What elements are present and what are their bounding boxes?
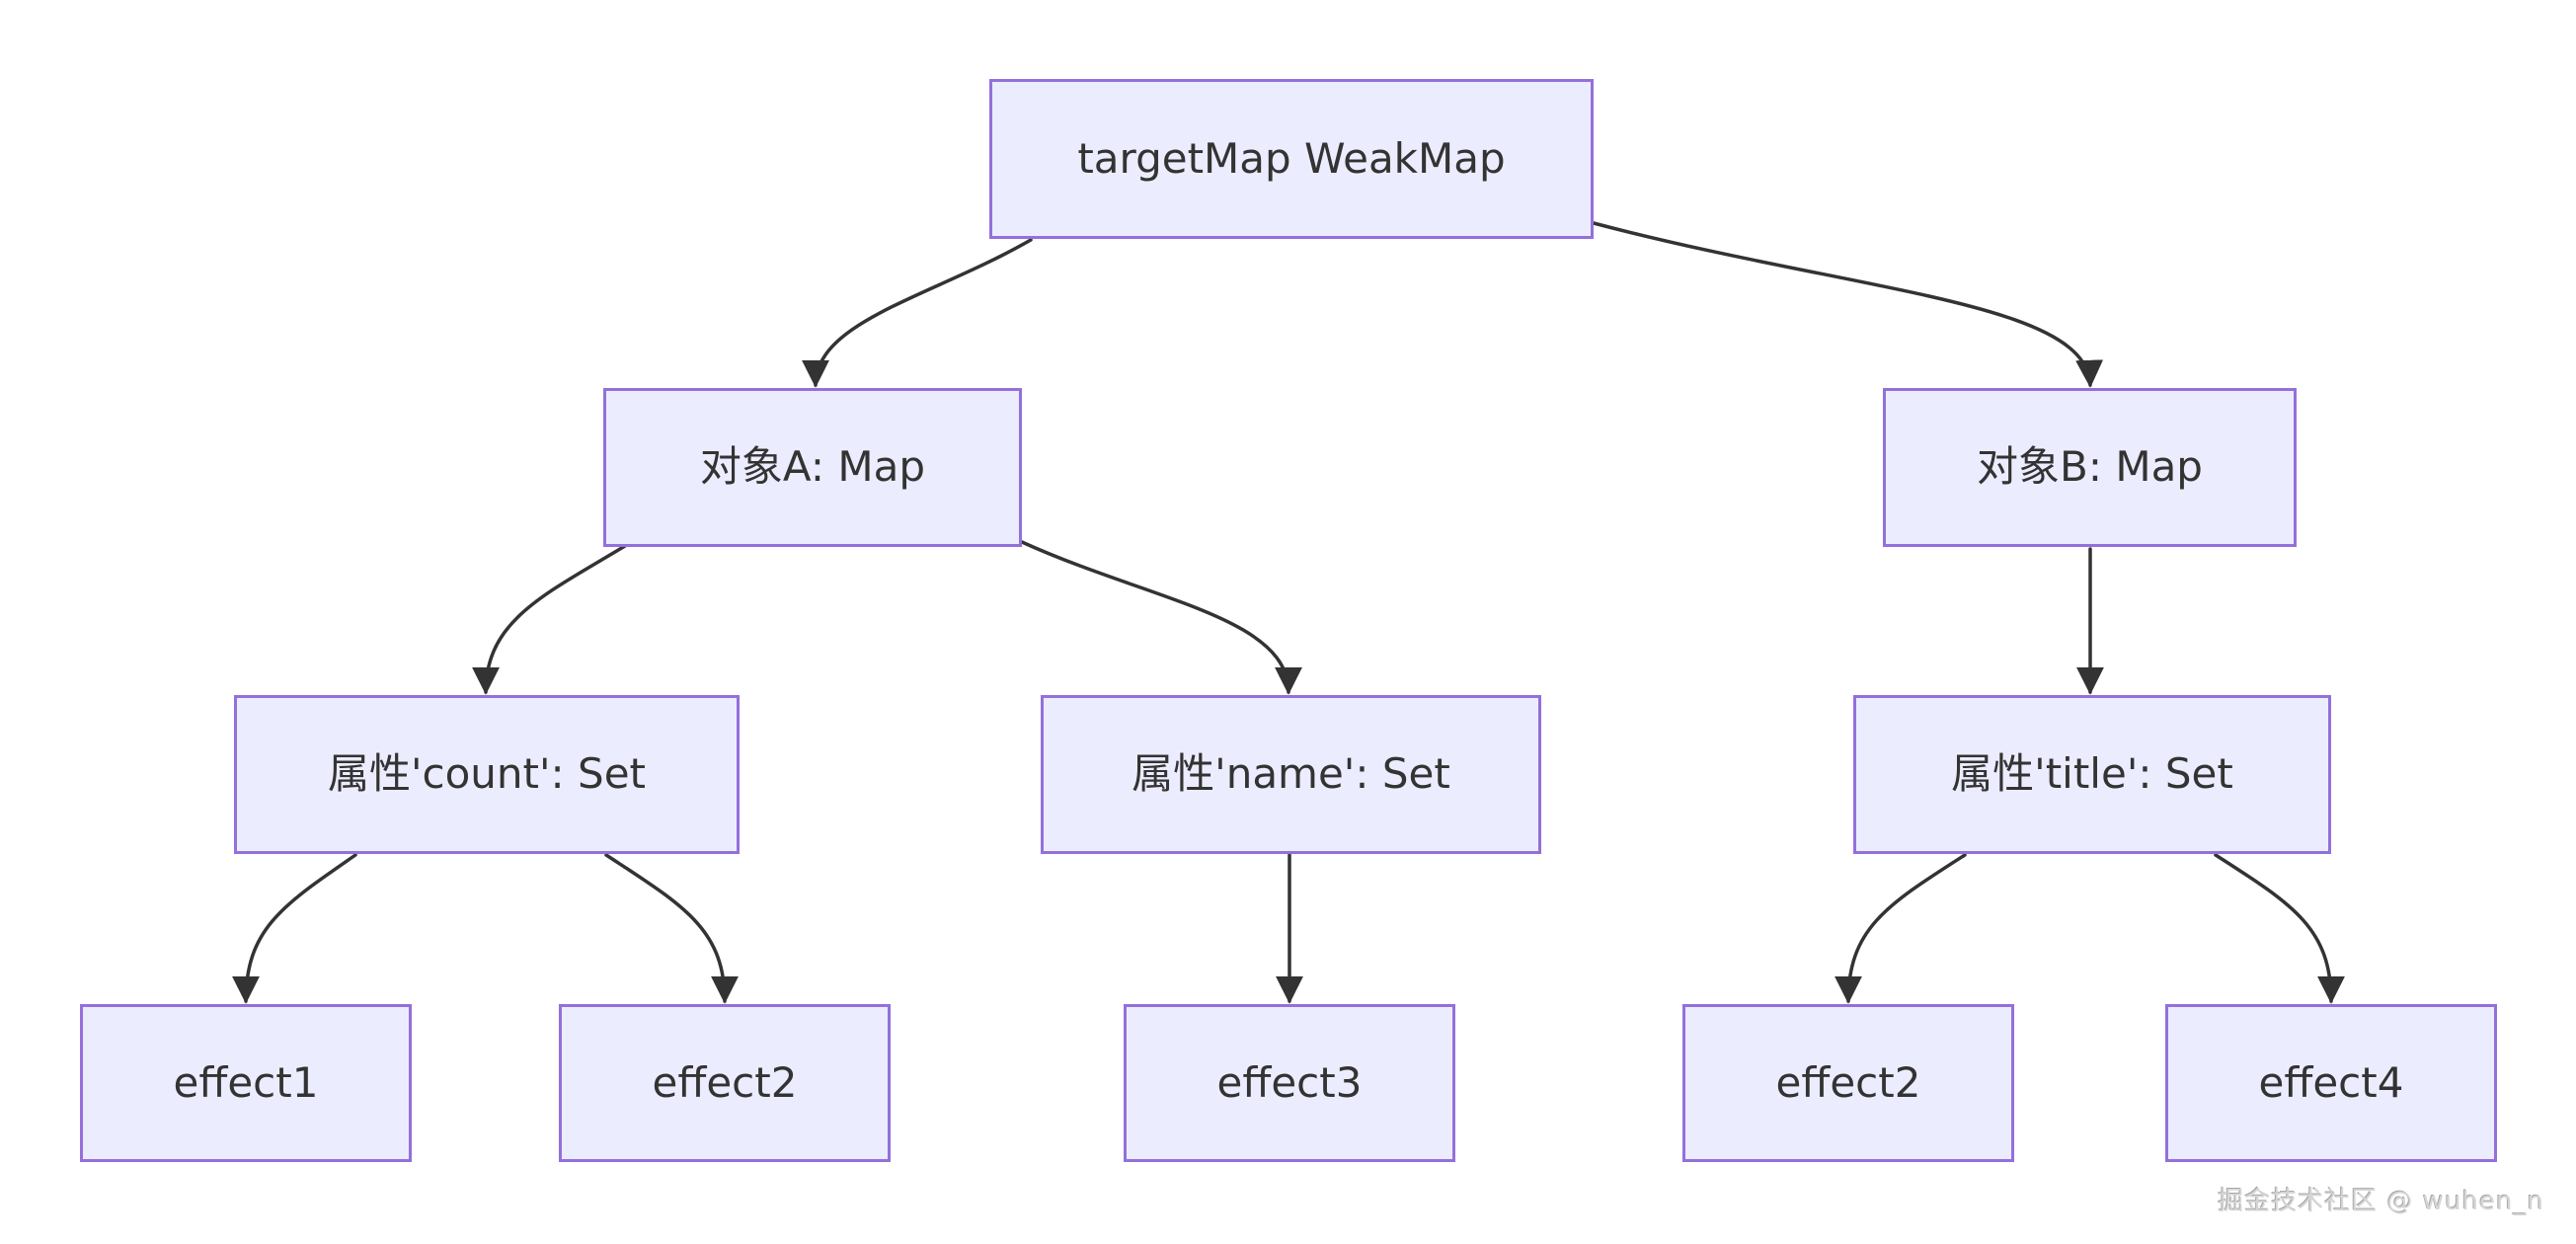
node-prop-count-set: 属性'count': Set — [234, 695, 740, 854]
node-label: effect3 — [1216, 1057, 1363, 1107]
edge-objA-propName — [1020, 540, 1302, 695]
edge-objA-propCount — [472, 544, 627, 695]
edge-propCount-effect1 — [232, 853, 357, 1004]
node-effect4: effect4 — [2165, 1004, 2497, 1162]
node-label: effect2 — [652, 1057, 798, 1107]
node-label: 属性'count': Set — [327, 749, 647, 799]
node-label: targetMap WeakMap — [1077, 133, 1506, 183]
node-label: effect2 — [1775, 1057, 1921, 1107]
node-effect3: effect3 — [1124, 1004, 1455, 1162]
edge-propTitle-effect4 — [2214, 853, 2345, 1004]
node-effect2-right: effect2 — [1682, 1004, 2014, 1162]
node-effect1: effect1 — [80, 1004, 412, 1162]
node-prop-title-set: 属性'title': Set — [1853, 695, 2331, 854]
watermark-text: 掘金技术社区 @ wuhen_n — [2218, 1187, 2544, 1216]
node-effect2-left: effect2 — [559, 1004, 891, 1162]
node-label: 对象A: Map — [699, 442, 926, 492]
node-prop-name-set: 属性'name': Set — [1041, 695, 1541, 854]
node-object-b-map: 对象B: Map — [1883, 388, 2297, 547]
node-label: 属性'name': Set — [1132, 749, 1450, 799]
node-label: 属性'title': Set — [1951, 749, 2233, 799]
node-label: effect4 — [2258, 1057, 2404, 1107]
node-targetmap-weakmap: targetMap WeakMap — [989, 79, 1594, 239]
edge-propTitle-effect2b — [1834, 853, 1967, 1004]
node-label: 对象B: Map — [1977, 442, 2203, 492]
node-label: effect1 — [173, 1057, 319, 1107]
edge-propCount-effect2a — [604, 853, 739, 1004]
edge-root-objA — [802, 238, 1033, 388]
edge-root-objB — [1592, 221, 2104, 388]
node-object-a-map: 对象A: Map — [603, 388, 1022, 547]
